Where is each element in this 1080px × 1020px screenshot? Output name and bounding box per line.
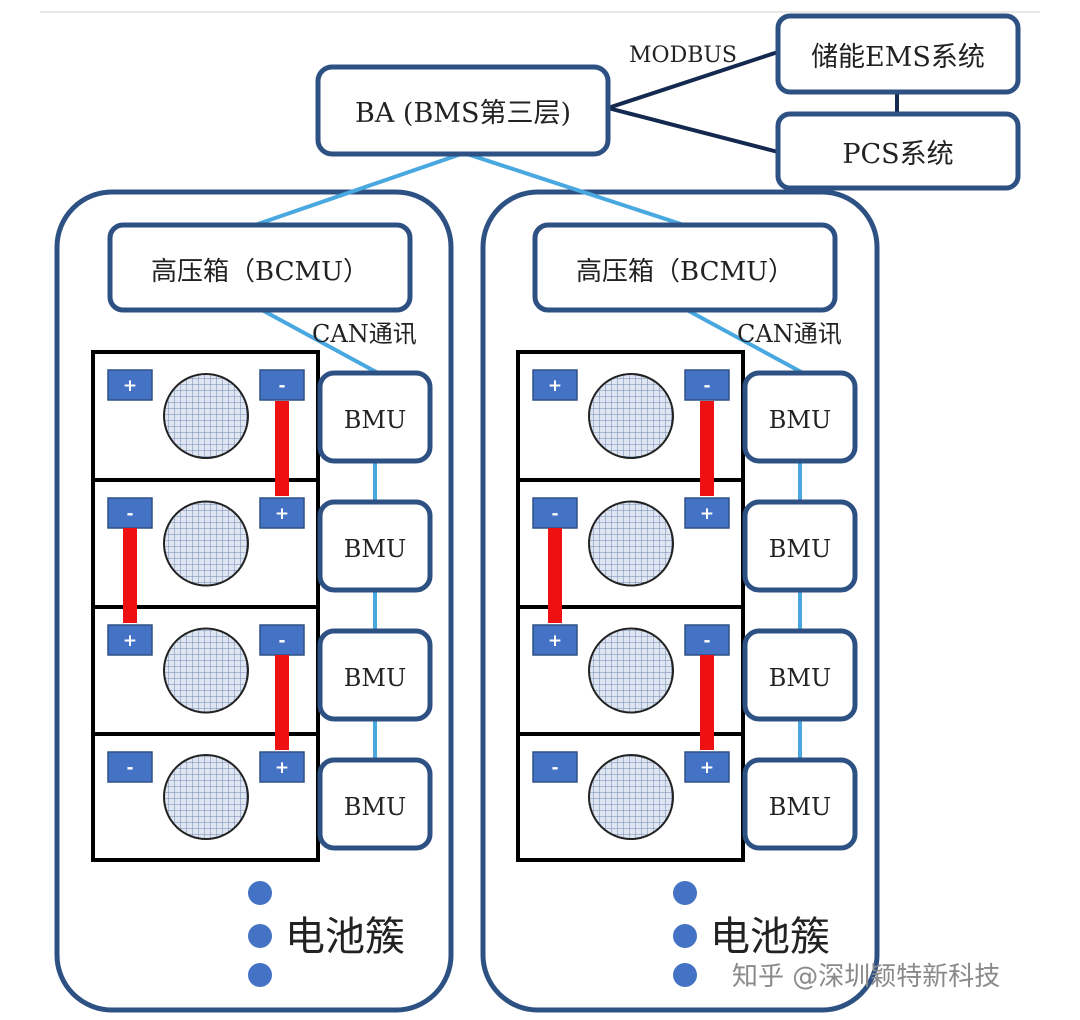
more-modules-dot bbox=[673, 881, 697, 905]
terminal-left bbox=[107, 369, 153, 401]
bmu-box bbox=[317, 499, 433, 593]
cell-mesh-circle bbox=[588, 500, 674, 587]
bmu-box bbox=[742, 628, 858, 722]
cell-mesh-circle bbox=[163, 627, 249, 714]
series-strap bbox=[123, 528, 137, 623]
can-bus-line bbox=[261, 308, 379, 375]
terminal-left bbox=[532, 497, 578, 529]
cluster-2: 高压箱（BCMU） CAN通讯 + - - + + - - + BMU BMU BMU BMU 电池簇 bbox=[516, 222, 858, 987]
terminal-left bbox=[532, 751, 578, 783]
can-label: CAN通讯 bbox=[737, 320, 842, 348]
cell-mesh-circle bbox=[163, 754, 249, 840]
cell-mesh-circle bbox=[588, 754, 674, 840]
terminal-right bbox=[684, 624, 730, 656]
terminal-left-sign: - bbox=[551, 504, 558, 524]
terminal-left bbox=[107, 751, 153, 783]
terminal-left-sign: - bbox=[551, 758, 558, 778]
pcs-box bbox=[775, 111, 1021, 191]
terminal-right-sign: - bbox=[278, 376, 285, 396]
bmu-box bbox=[317, 628, 433, 722]
bmu-label: BMU bbox=[344, 664, 406, 692]
more-modules-dot bbox=[673, 963, 697, 987]
bus-ba-bcmu-2 bbox=[463, 151, 691, 229]
terminal-left bbox=[532, 369, 578, 401]
terminal-right-sign: + bbox=[275, 758, 289, 778]
bmu-label: BMU bbox=[769, 793, 831, 821]
bmu-label: BMU bbox=[769, 664, 831, 692]
series-strap bbox=[275, 401, 289, 496]
bcmu-label: 高压箱（BCMU） bbox=[151, 257, 369, 287]
series-strap bbox=[700, 655, 714, 750]
ems-label: 储能EMS系统 bbox=[811, 42, 985, 73]
ba-label: BA (BMS第三层) bbox=[355, 98, 571, 129]
terminal-left-sign: + bbox=[548, 631, 562, 651]
cell-mesh-circle bbox=[588, 373, 674, 459]
cluster-label: 电池簇 bbox=[285, 914, 405, 960]
terminal-right-sign: - bbox=[278, 631, 285, 651]
terminal-left-sign: + bbox=[123, 631, 137, 651]
link-ba-ems bbox=[607, 50, 779, 110]
can-bus-line bbox=[686, 308, 804, 375]
terminal-right bbox=[259, 497, 305, 529]
more-modules-dot bbox=[248, 924, 272, 948]
cell-mesh-circle bbox=[588, 627, 674, 714]
terminal-left bbox=[107, 624, 153, 656]
bcmu-box bbox=[532, 222, 838, 313]
bus-ba-bcmu-1 bbox=[254, 151, 465, 227]
bmu-label: BMU bbox=[344, 535, 406, 563]
modbus-label: MODBUS bbox=[629, 43, 737, 68]
terminal-right-sign: + bbox=[700, 758, 714, 778]
ems-box bbox=[775, 13, 1021, 95]
bmu-label: BMU bbox=[769, 406, 831, 434]
more-modules-dot bbox=[673, 924, 697, 948]
terminal-left-sign: - bbox=[126, 504, 133, 524]
bmu-box bbox=[742, 757, 858, 851]
bcmu-label: 高压箱（BCMU） bbox=[576, 257, 794, 287]
can-label: CAN通讯 bbox=[312, 320, 417, 348]
terminal-left-sign: - bbox=[126, 758, 133, 778]
bmu-box bbox=[317, 757, 433, 851]
watermark-text: 知乎 @深圳颖特新科技 bbox=[732, 962, 1000, 992]
cluster-label: 电池簇 bbox=[710, 914, 830, 960]
link-ba-pcs bbox=[607, 106, 779, 154]
cell-mesh-circle bbox=[163, 373, 249, 459]
terminal-right bbox=[684, 751, 730, 783]
bmu-label: BMU bbox=[769, 535, 831, 563]
pcs-label: PCS系统 bbox=[842, 139, 953, 170]
terminal-left-sign: + bbox=[548, 376, 562, 396]
terminal-right-sign: - bbox=[703, 631, 710, 651]
bmu-box bbox=[742, 499, 858, 593]
series-strap bbox=[275, 655, 289, 750]
more-modules-dot bbox=[248, 881, 272, 905]
terminal-right-sign: + bbox=[700, 504, 714, 524]
series-strap bbox=[548, 528, 562, 623]
terminal-right bbox=[684, 497, 730, 529]
bmu-label: BMU bbox=[344, 793, 406, 821]
bmu-box bbox=[742, 370, 858, 464]
cluster-1: 高压箱（BCMU） CAN通讯 + - - + + - - + BMU BMU BMU BMU 电池簇 bbox=[91, 222, 433, 987]
terminal-right bbox=[259, 369, 305, 401]
terminal-left-sign: + bbox=[123, 376, 137, 396]
cluster-layer: 高压箱（BCMU）CAN通讯+--++--+BMUBMUBMUBMU电池簇高压箱… bbox=[91, 222, 858, 987]
bcmu-box bbox=[107, 222, 413, 313]
terminal-right bbox=[684, 369, 730, 401]
series-strap bbox=[700, 401, 714, 496]
terminal-right bbox=[259, 751, 305, 783]
terminal-right-sign: + bbox=[275, 504, 289, 524]
bmu-box bbox=[317, 370, 433, 464]
bmu-label: BMU bbox=[344, 406, 406, 434]
ba-box bbox=[315, 64, 611, 157]
terminal-left bbox=[532, 624, 578, 656]
cell-mesh-circle bbox=[163, 500, 249, 587]
more-modules-dot bbox=[248, 963, 272, 987]
terminal-right-sign: - bbox=[703, 376, 710, 396]
